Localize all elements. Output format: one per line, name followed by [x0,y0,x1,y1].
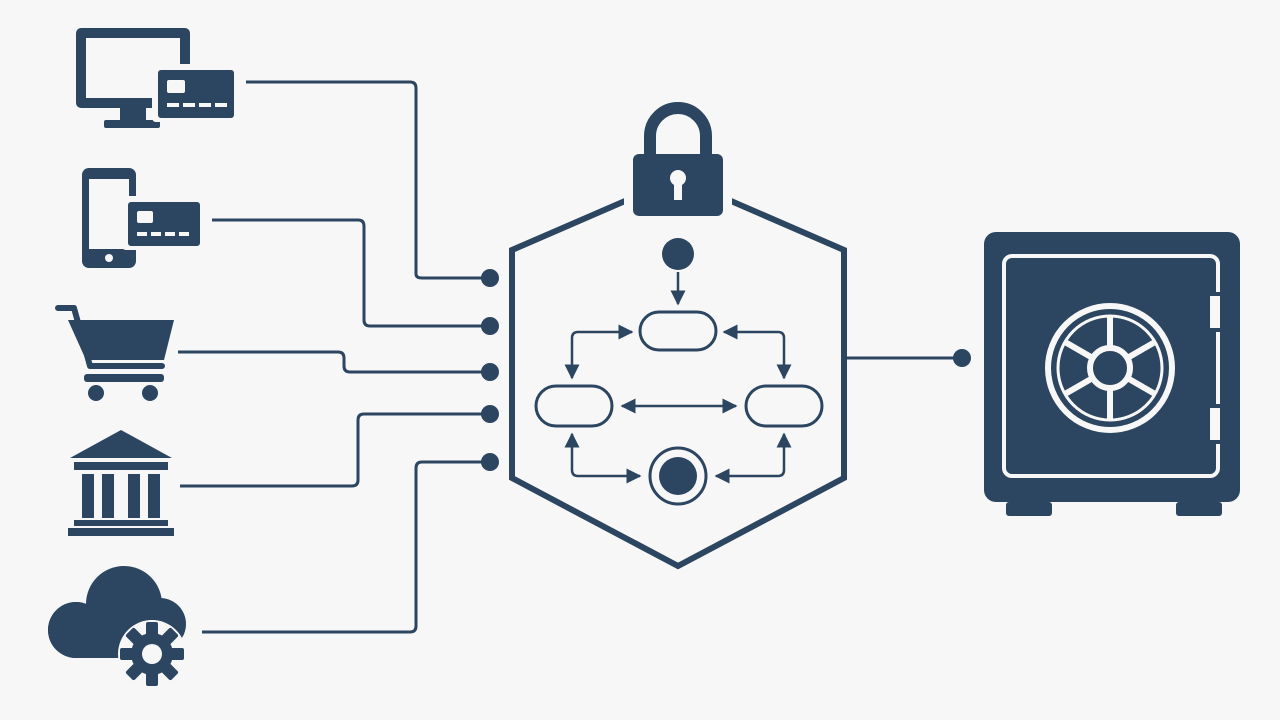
desktop-card-icon [76,28,240,128]
node-bank [481,405,499,423]
cloud-gear-icon [48,566,186,688]
vault-safe-icon [984,232,1240,516]
flow-arrow-left-end [564,432,642,484]
padlock-icon [624,102,732,224]
node-vault [953,349,971,367]
flow-end-node [648,446,708,506]
flow-arrow-top-right [722,324,792,380]
connector-cart [178,350,490,374]
flow-state-top [638,310,718,352]
shopping-cart-icon [55,305,174,401]
flow-start-node [662,238,694,270]
bank-icon [68,430,174,536]
flow-arrow-right-end [714,432,792,484]
connector-nodes [481,269,971,471]
connector-cloud [202,460,490,634]
connector-lines [178,80,962,634]
hub-hexagon [509,174,847,570]
node-cart [481,363,499,381]
node-cloud [481,453,499,471]
vault-wheel [1045,303,1175,433]
state-flow-diagram [534,238,824,506]
connector-bank [180,412,490,488]
flow-state-right [744,384,824,428]
node-desktop [481,269,499,287]
node-mobile [481,317,499,335]
flow-state-left [534,384,614,428]
connector-mobile [212,218,490,328]
security-hub [509,102,847,570]
mobile-card-icon [82,168,206,268]
flow-arrow-top-left [564,324,634,380]
connector-desktop [246,80,490,280]
